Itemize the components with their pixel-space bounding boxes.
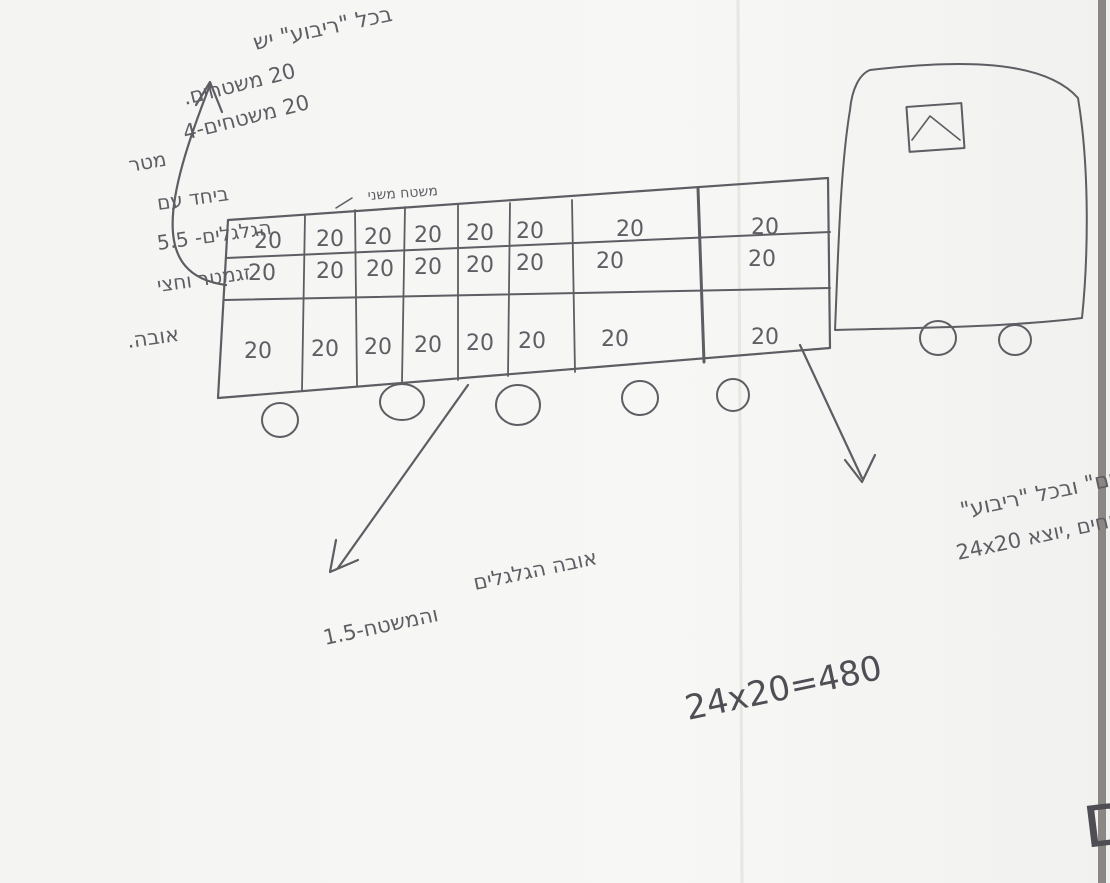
- wheel: [380, 384, 424, 420]
- left-note-line: ביחד עם: [155, 181, 230, 215]
- table-header-label: משטח משני: [367, 183, 438, 204]
- wheel: [920, 321, 956, 355]
- bottom-note-line: והמשטח-1.5: [321, 602, 440, 650]
- table-cell: 20: [616, 217, 644, 242]
- table-cell: 20: [748, 247, 776, 272]
- table-cell: 20: [751, 215, 779, 240]
- arrow-to-right-note: [800, 345, 862, 478]
- table-cell: 20: [366, 257, 394, 282]
- wheel: [496, 385, 540, 425]
- table-cell: 20: [316, 227, 344, 252]
- table-cell: 20: [244, 339, 272, 364]
- table-cell: 20: [466, 253, 494, 278]
- equation: 24x20=480: [682, 648, 886, 729]
- table-col-line: [402, 207, 405, 382]
- table-cell: 20: [516, 219, 544, 244]
- table-cell: 20: [414, 223, 442, 248]
- arrow-head: [845, 455, 875, 482]
- table-cell: 20: [516, 251, 544, 276]
- left-note-line: בכל "ריבוע" יש: [251, 2, 395, 56]
- table-cell: 20: [254, 229, 282, 254]
- left-note-line: אובה.: [125, 322, 180, 353]
- table-cell: 20: [601, 327, 629, 352]
- table-cell: 20: [751, 325, 779, 350]
- trailer-window: [906, 103, 964, 152]
- table-cell: 20: [596, 249, 624, 274]
- table-cell: 20: [466, 331, 494, 356]
- paper-fold: [738, 0, 742, 883]
- header-pointer: [336, 198, 352, 208]
- left-note: בכל "ריבוע" יש 20 משטחים. 20 משטחים-4 מט…: [125, 2, 394, 353]
- table-cell: 20: [466, 221, 494, 246]
- bottom-note-line: אובה הגלגלים: [471, 545, 599, 595]
- table-cell: 20: [518, 329, 546, 354]
- table-col-line: [572, 200, 575, 372]
- table-cell: 20: [414, 333, 442, 358]
- table-col-line: [355, 210, 357, 386]
- arrow-to-bottom-note: [338, 385, 468, 568]
- trailer-window-detail: [912, 116, 960, 140]
- table-cell: 20: [364, 225, 392, 250]
- table-col-line: [508, 203, 510, 376]
- table-col-line: [302, 215, 305, 390]
- table-cell: 20: [364, 335, 392, 360]
- left-note-line: מטר: [127, 147, 168, 177]
- wheel: [717, 379, 749, 411]
- wheel: [999, 325, 1031, 355]
- table-cell: 20: [316, 259, 344, 284]
- table-cell: 20: [414, 255, 442, 280]
- wheel: [262, 403, 298, 437]
- table-divider: [698, 188, 704, 362]
- wheel: [622, 381, 658, 415]
- table-cell: 20: [248, 261, 276, 286]
- right-note-line: יש 24 "ריבועים" ובכל "ריבוע": [958, 441, 1110, 523]
- table-cell: 20: [311, 337, 339, 362]
